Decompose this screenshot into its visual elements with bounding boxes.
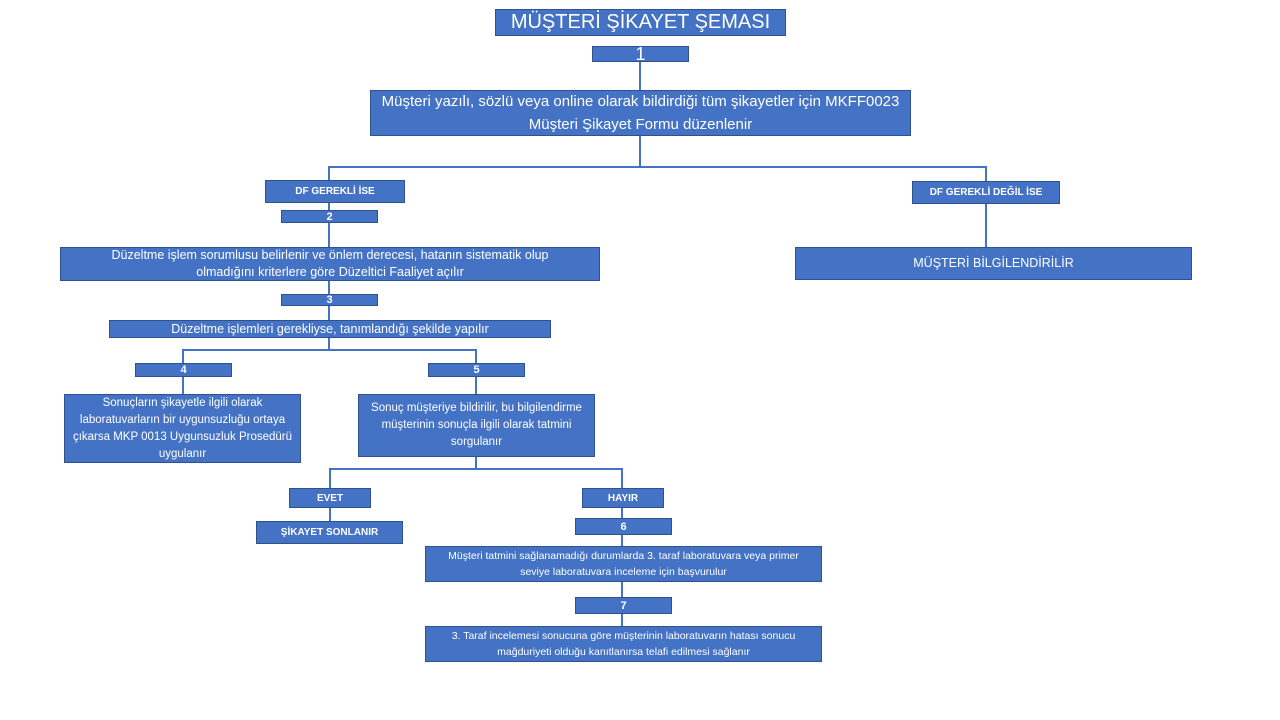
step-1-badge: 1 [592,44,689,64]
nonconformity-box: Sonuçların şikayetle ilgili olarak labor… [64,394,301,463]
step-2-badge: 2 [281,210,378,223]
step-7-badge: 7 [575,597,672,614]
no-label: HAYIR [582,488,664,508]
step-3-badge: 3 [281,294,378,306]
step-4-badge: 4 [135,363,232,377]
connector-line [985,166,987,181]
df-not-required-label: DF GEREKLİ DEĞİL İSE [912,181,1060,204]
complaint-closed-box: ŞİKAYET SONLANIR [256,521,403,544]
corrections-done-box: Düzeltme işlemleri gerekliyse, tanımland… [109,320,551,338]
connector-line [639,136,641,167]
step-6-badge: 6 [575,518,672,535]
connector-line [182,349,477,351]
step-5-badge: 5 [428,363,525,377]
yes-label: EVET [289,488,371,508]
connector-line [328,203,330,248]
complaint-form-box: Müşteri yazılı, sözlü veya online olarak… [370,90,911,136]
corrective-action-box: Düzeltme işlem sorumlusu belirlenir ve ö… [60,247,600,281]
third-party-box: Müşteri tatmini sağlanamadığı durumlarda… [425,546,822,582]
connector-line [328,166,330,180]
connector-line [639,62,641,90]
page-title: MÜŞTERİ ŞİKAYET ŞEMASI [495,9,786,36]
compensation-box: 3. Taraf incelemesi sonucuna göre müşter… [425,626,822,662]
connector-line [985,203,987,248]
connector-line [328,337,330,350]
connector-line [328,166,987,168]
connector-line [329,468,623,470]
df-required-label: DF GEREKLİ İSE [265,180,405,203]
inform-customer-box: MÜŞTERİ BİLGİLENDİRİLİR [795,247,1192,280]
connector-line [475,457,477,469]
notify-result-box: Sonuç müşteriye bildirilir, bu bilgilend… [358,394,595,457]
